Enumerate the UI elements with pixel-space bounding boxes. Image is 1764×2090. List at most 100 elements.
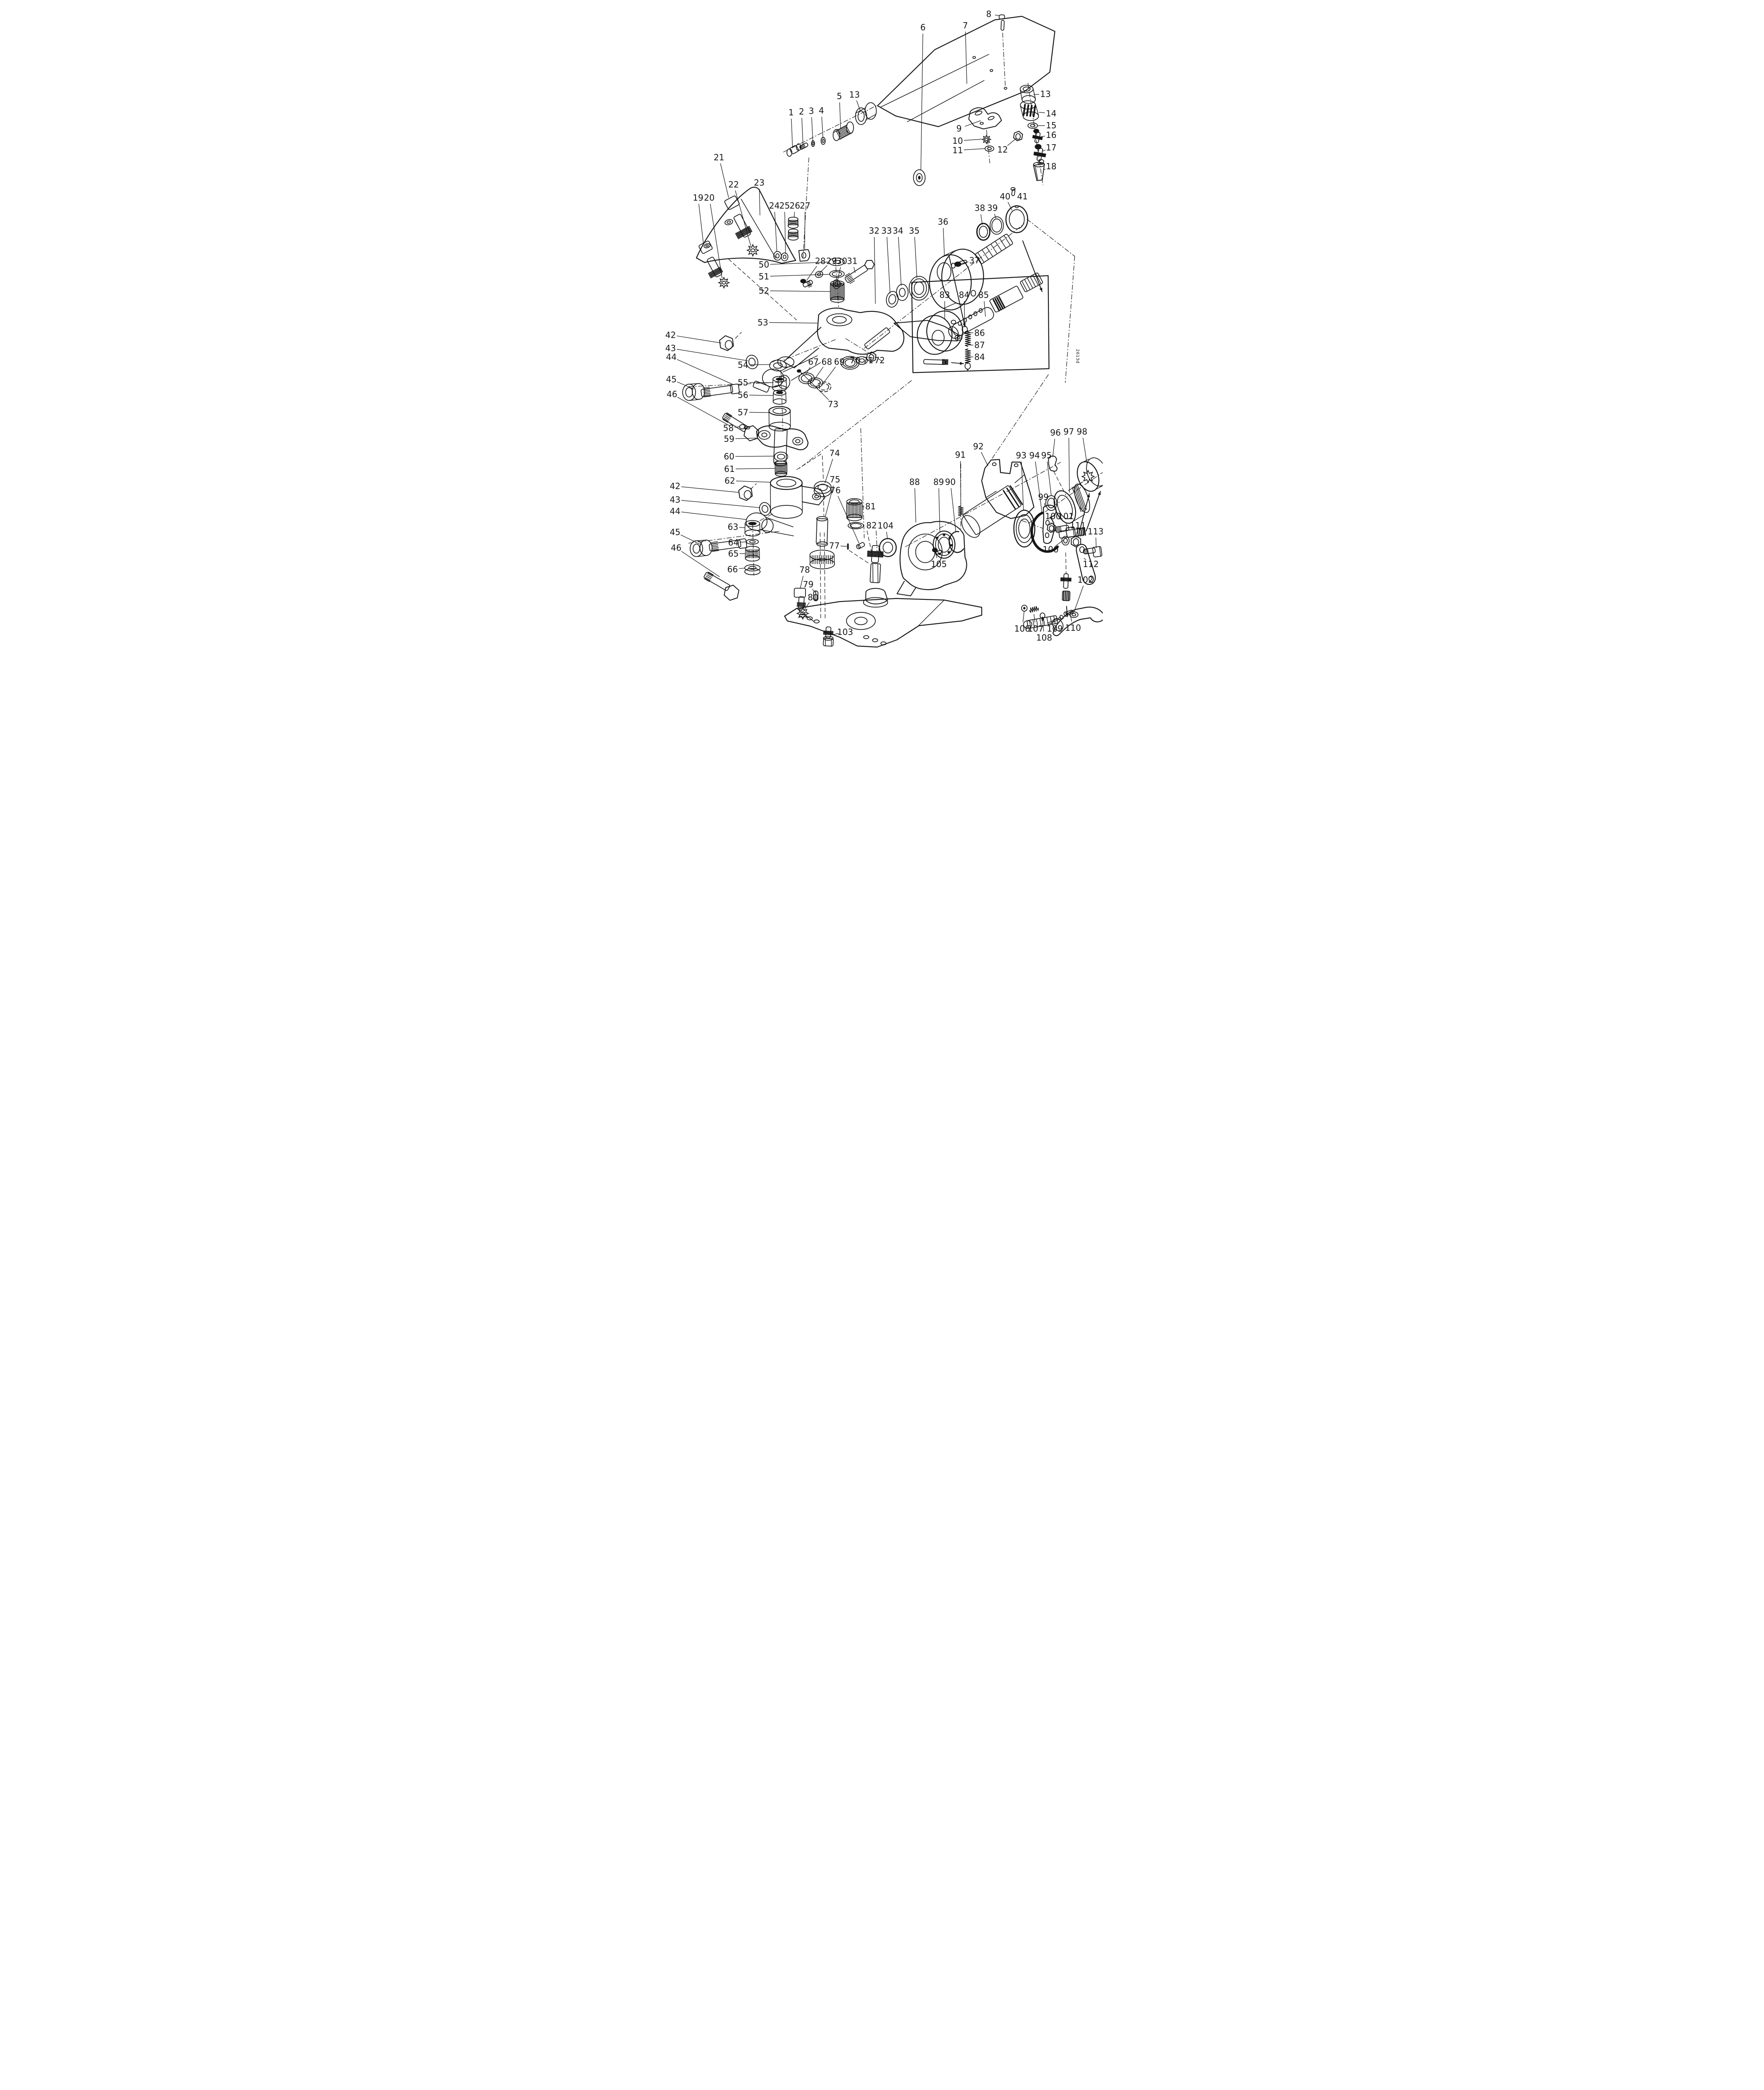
part-label: 104 bbox=[877, 521, 893, 531]
part-label: 32 bbox=[869, 226, 879, 236]
part-label: 21 bbox=[714, 152, 724, 162]
part-label: 74 bbox=[829, 448, 840, 458]
part-label: 13 bbox=[1040, 89, 1050, 99]
part-label: 38 bbox=[974, 203, 985, 213]
part-label: 24 bbox=[769, 201, 779, 211]
part-label: 103 bbox=[837, 627, 853, 637]
part-label: 84 bbox=[958, 290, 969, 300]
part-label: 73 bbox=[828, 399, 838, 409]
part-label: 108 bbox=[1036, 633, 1052, 643]
part-label: 36 bbox=[938, 217, 948, 227]
part-label: 44 bbox=[670, 506, 680, 516]
part-label: 88 bbox=[909, 477, 920, 487]
part-label: 15 bbox=[1046, 120, 1056, 130]
part-label: 105 bbox=[930, 559, 946, 569]
part-label: 70 bbox=[849, 355, 860, 365]
part-label: 22 bbox=[728, 179, 739, 189]
drawing-number: 2613d bbox=[1075, 349, 1080, 363]
part-label: 42 bbox=[670, 481, 680, 491]
part-label: 94 bbox=[1029, 450, 1040, 460]
part-label: 43 bbox=[665, 343, 676, 353]
part-label: 33 bbox=[881, 226, 892, 236]
part-label: 97 bbox=[1063, 427, 1074, 437]
part-label: 45 bbox=[666, 375, 676, 385]
part-label: 26 bbox=[789, 201, 800, 211]
part-label: 85 bbox=[978, 290, 989, 300]
leader-lines bbox=[676, 15, 1096, 635]
part-label: 68 bbox=[821, 357, 832, 367]
part-label: 93 bbox=[1016, 450, 1026, 460]
part-label: 6 bbox=[920, 23, 925, 33]
part-label: 46 bbox=[670, 543, 681, 553]
part-label: 92 bbox=[973, 441, 983, 451]
part-label: 20 bbox=[704, 193, 714, 203]
part-label: 101 bbox=[1058, 511, 1073, 521]
part-label: 3 bbox=[808, 106, 814, 116]
part-label: 67 bbox=[808, 357, 818, 367]
part-label: 19 bbox=[693, 193, 703, 203]
part-label: 64 bbox=[728, 538, 738, 548]
part-label: 14 bbox=[1046, 108, 1056, 118]
part-label: 27 bbox=[800, 201, 810, 211]
part-label: 80 bbox=[808, 592, 818, 602]
part-label: 107 bbox=[1027, 624, 1043, 634]
part-label: 17 bbox=[1046, 143, 1056, 153]
part-label: 79 bbox=[803, 579, 813, 589]
part-label: 91 bbox=[955, 450, 965, 460]
diagram-background bbox=[661, 0, 1103, 649]
part-label: 28 bbox=[815, 256, 825, 266]
part-label: 18 bbox=[1046, 161, 1056, 171]
part-label: 46 bbox=[666, 389, 677, 399]
part-label: 106 bbox=[1014, 624, 1030, 634]
part-label: 13 bbox=[849, 89, 859, 99]
part-label: 35 bbox=[909, 226, 919, 236]
part-label: 102 bbox=[1077, 575, 1093, 585]
part-label: 52 bbox=[758, 286, 769, 296]
part-label: 90 bbox=[945, 477, 955, 487]
part-label: 29 bbox=[826, 256, 836, 266]
part-label: 82 bbox=[866, 520, 877, 530]
part-label: 54 bbox=[737, 360, 748, 370]
part-label: 89 bbox=[933, 477, 943, 487]
part-label: 65 bbox=[728, 548, 738, 558]
part-label: 76 bbox=[830, 485, 840, 495]
part-label: 77 bbox=[829, 541, 839, 551]
part-label: 39 bbox=[987, 203, 997, 213]
part-label: 53 bbox=[757, 317, 768, 327]
part-label: 60 bbox=[724, 451, 734, 461]
part-label: 63 bbox=[727, 522, 738, 532]
part-label: 12 bbox=[997, 145, 1007, 155]
part-label: 71 bbox=[863, 355, 873, 365]
part-label: 72 bbox=[874, 355, 885, 365]
part-label: 62 bbox=[724, 476, 735, 486]
part-label: 59 bbox=[724, 434, 734, 444]
part-label: 100 bbox=[1045, 511, 1061, 521]
part-label: 41 bbox=[1017, 191, 1027, 201]
part-label: 56 bbox=[737, 390, 748, 400]
part-label: 43 bbox=[670, 495, 680, 505]
part-label: 37 bbox=[969, 255, 979, 265]
part-label: 42 bbox=[665, 330, 676, 340]
part-label: 44 bbox=[666, 352, 676, 362]
part-label: 55 bbox=[737, 377, 748, 387]
part-label: 83 bbox=[939, 290, 950, 300]
part-label: 50 bbox=[758, 260, 769, 270]
part-label: 25 bbox=[779, 201, 790, 211]
part-label: 9 bbox=[956, 124, 961, 134]
part-label: 40 bbox=[999, 191, 1010, 201]
part-label: 30 bbox=[836, 256, 847, 266]
part-label: 86 bbox=[974, 328, 984, 338]
part-label: 11 bbox=[952, 145, 963, 155]
part-label: 109 bbox=[1047, 624, 1063, 634]
part-label: 2 bbox=[799, 107, 804, 117]
part-label: 78 bbox=[799, 565, 810, 575]
part-label: 5 bbox=[836, 91, 842, 101]
part-label: 66 bbox=[727, 564, 737, 574]
part-label: 112 bbox=[1083, 559, 1099, 569]
part-label: 45 bbox=[670, 527, 680, 537]
part-label: 81 bbox=[865, 501, 875, 511]
part-label: 99 bbox=[1038, 492, 1048, 502]
part-label: 98 bbox=[1076, 427, 1087, 437]
